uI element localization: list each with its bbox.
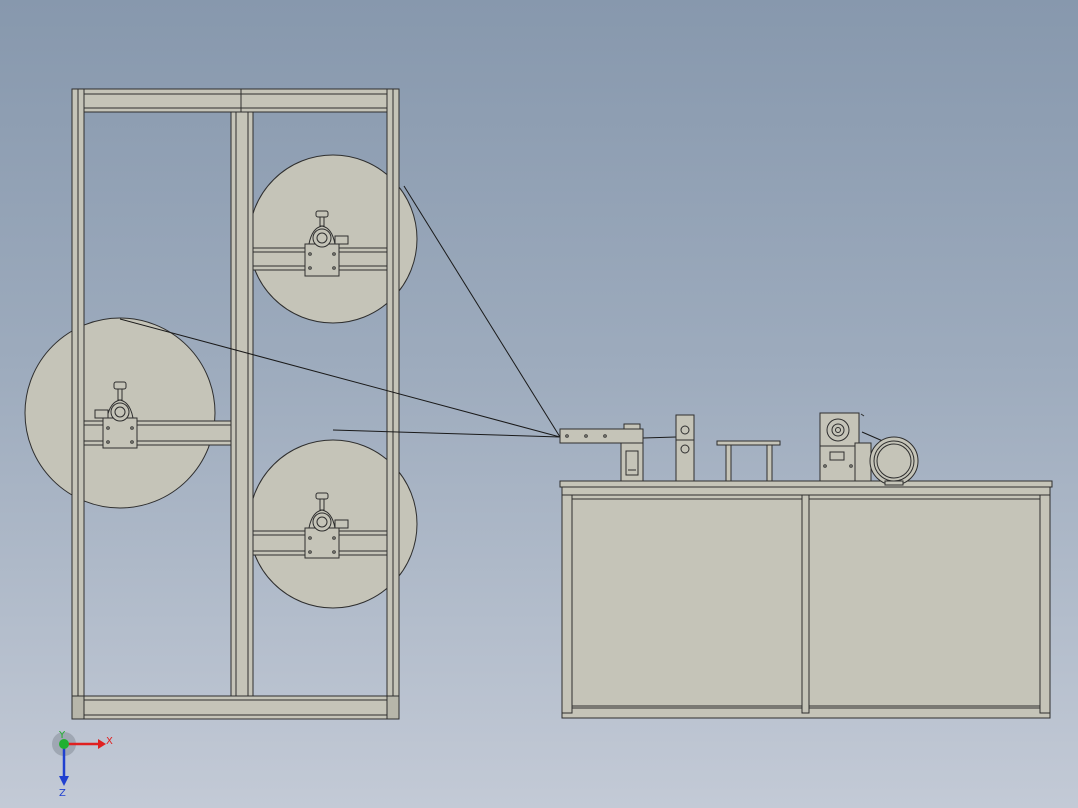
table-center-post [801, 494, 810, 714]
spool-rack-frame [71, 88, 400, 720]
upper-spool-holder [304, 210, 349, 277]
left-spool-holder [94, 381, 138, 449]
gearbox-unit [819, 412, 872, 482]
drive-motor [869, 436, 919, 486]
y-axis-label: Y [58, 730, 66, 741]
wire-guide-bar [559, 423, 644, 482]
roller-upright [675, 414, 695, 482]
frame-bottom-beam [83, 695, 388, 720]
wire-paths [119, 185, 886, 443]
frame-center-post [230, 111, 254, 697]
z-axis-label: Z [59, 788, 66, 799]
lower-spool-holder [304, 492, 349, 559]
machine-table [559, 480, 1053, 719]
orientation-triad: X Y Z [52, 730, 113, 799]
frame-top-beam [83, 88, 388, 113]
table-top-plate [559, 480, 1053, 488]
y-axis-dot [59, 739, 69, 749]
x-axis-label: X [106, 736, 113, 747]
small-stand [716, 440, 781, 482]
